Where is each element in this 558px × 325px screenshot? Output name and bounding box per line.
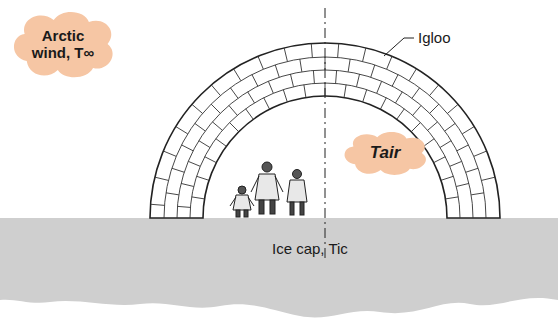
people: [230, 162, 307, 217]
ice-cap: [0, 218, 558, 317]
center-line: [325, 8, 326, 262]
part-label: Igloo: [418, 29, 451, 46]
cloud-text: Arctic wind, T∞: [23, 27, 103, 62]
cloud-shape: Arctic wind, T∞: [6, 6, 120, 82]
region-label: Ice cap, Tic: [272, 240, 348, 257]
leader-line: [384, 38, 414, 56]
cloud-text: Tair: [355, 143, 415, 163]
brick-joints: [151, 44, 496, 218]
cloud-shape: Tair: [338, 128, 432, 178]
